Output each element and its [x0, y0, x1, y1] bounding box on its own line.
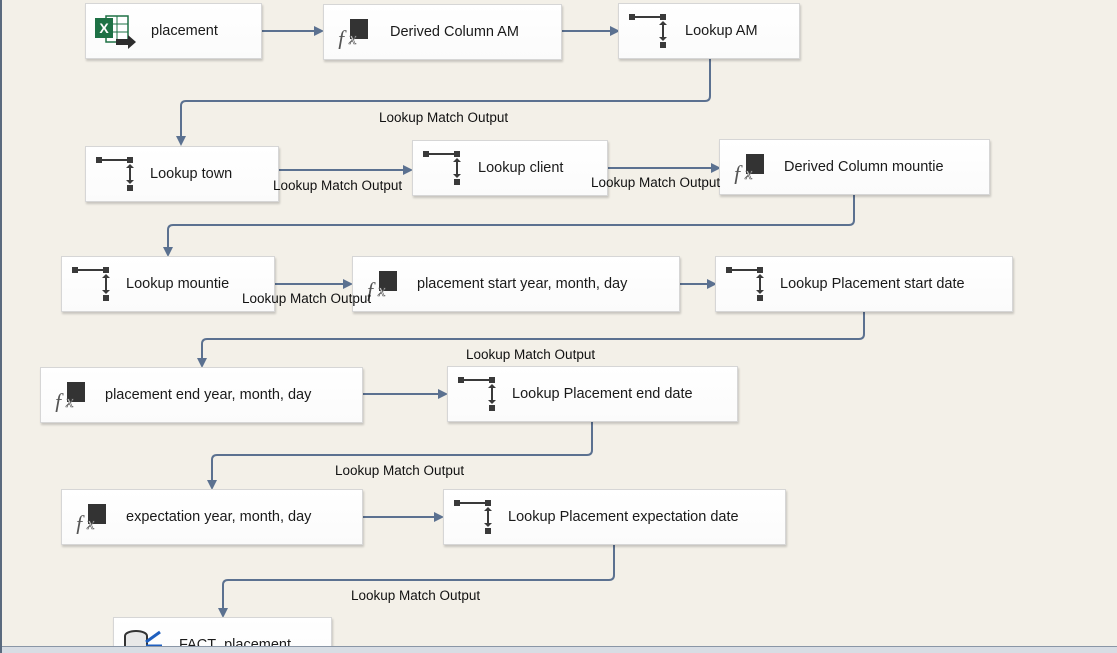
- component-lookup-town[interactable]: Lookup town: [85, 146, 279, 202]
- component-lookup-mountie[interactable]: Lookup mountie: [61, 256, 275, 312]
- svg-text:x: x: [86, 514, 95, 533]
- svg-text:X: X: [99, 20, 109, 36]
- path-lookup-expectation-date-to-fact: [218, 545, 615, 618]
- component-label: Lookup mountie: [126, 276, 230, 292]
- path-label-lookup-start-date: Lookup Match Output: [466, 347, 596, 362]
- component-lookup-client[interactable]: Lookup client: [412, 140, 608, 196]
- component-label: placement start year, month, day: [417, 276, 628, 292]
- component-lookup-placement-end-date[interactable]: Lookup Placement end date: [447, 366, 738, 422]
- excel-source-icon: X: [86, 4, 136, 58]
- lookup-icon: [413, 141, 463, 195]
- component-label: Lookup client: [478, 160, 564, 176]
- path-label-lookup-end-date: Lookup Match Output: [335, 463, 465, 478]
- component-label: Lookup Placement end date: [512, 386, 693, 402]
- component-label: Derived Column AM: [390, 24, 519, 40]
- svg-text:x: x: [744, 164, 753, 183]
- derived-column-icon: f x: [41, 368, 91, 422]
- derived-column-icon: f x: [353, 257, 403, 311]
- path-lookup-end-date-to-expectation: [207, 422, 593, 490]
- component-label: Derived Column mountie: [784, 159, 944, 175]
- svg-text:f: f: [76, 511, 85, 534]
- path-label-lookup-expectation-date: Lookup Match Output: [351, 588, 481, 603]
- component-derived-column-mountie[interactable]: f x Derived Column mountie: [719, 139, 990, 195]
- component-placement-end[interactable]: f x placement end year, month, day: [40, 367, 363, 423]
- path-label-lookup-town: Lookup Match Output: [273, 178, 403, 193]
- path-lookup-am-to-lookup-town: [176, 58, 711, 146]
- svg-text:x: x: [348, 29, 357, 48]
- component-lookup-placement-start-date[interactable]: Lookup Placement start date: [715, 256, 1013, 312]
- path-derived-mountie-to-lookup-mountie: [163, 195, 855, 257]
- lookup-icon: [448, 367, 498, 421]
- svg-text:f: f: [55, 389, 64, 412]
- component-label: Lookup Placement expectation date: [508, 509, 739, 525]
- component-lookup-placement-expectation-date[interactable]: Lookup Placement expectation date: [443, 489, 786, 545]
- svg-text:f: f: [338, 26, 347, 49]
- svg-text:f: f: [734, 161, 743, 184]
- svg-text:x: x: [377, 281, 386, 300]
- derived-column-icon: f x: [324, 5, 374, 59]
- component-placement-start[interactable]: f x placement start year, month, day: [352, 256, 680, 312]
- lookup-icon: [716, 257, 766, 311]
- component-label: Lookup town: [150, 166, 233, 182]
- path-label-lookup-client: Lookup Match Output: [591, 175, 721, 190]
- lookup-icon: [86, 147, 136, 201]
- lookup-icon: [444, 490, 494, 544]
- component-label: Lookup AM: [685, 23, 758, 39]
- svg-text:f: f: [367, 278, 376, 301]
- derived-column-icon: f x: [62, 490, 112, 544]
- component-label: Lookup Placement start date: [780, 276, 965, 292]
- lookup-icon: [62, 257, 112, 311]
- path-label-lookup-mountie: Lookup Match Output: [242, 291, 372, 306]
- component-lookup-am[interactable]: Lookup AM: [618, 3, 800, 59]
- component-label: placement end year, month, day: [105, 387, 312, 403]
- derived-column-icon: f x: [720, 140, 770, 194]
- component-label: expectation year, month, day: [126, 509, 312, 525]
- component-derived-column-am[interactable]: f x Derived Column AM: [323, 4, 562, 60]
- lookup-icon: [619, 4, 669, 58]
- component-placement-source[interactable]: X placement: [85, 3, 262, 59]
- horizontal-scrollbar[interactable]: [2, 646, 1117, 653]
- svg-text:x: x: [65, 392, 74, 411]
- path-label-lookup-am: Lookup Match Output: [379, 110, 509, 125]
- component-expectation[interactable]: f x expectation year, month, day: [61, 489, 363, 545]
- component-label: placement: [151, 23, 218, 39]
